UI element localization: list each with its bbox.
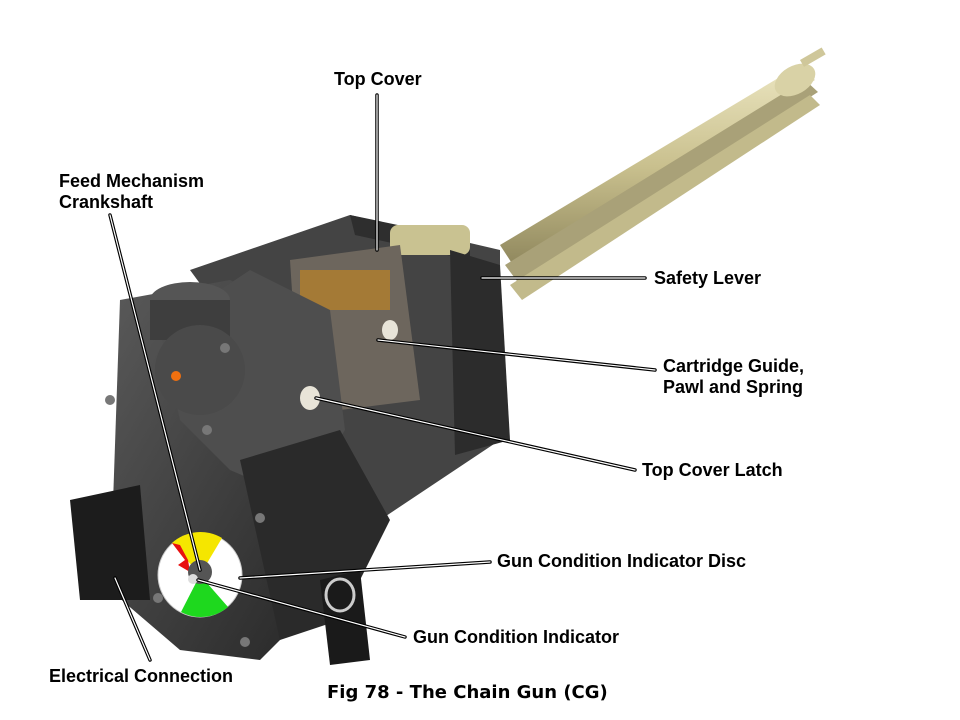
label-safety-lever: Safety Lever [654, 268, 762, 288]
label-electrical-connection: Electrical Connection [49, 666, 234, 686]
orange-indicator-dot [171, 371, 181, 381]
label-indicator-disc: Gun Condition Indicator Disc [497, 551, 746, 571]
label-cartridge-guide: Cartridge Guide, Pawl and Spring [663, 356, 804, 398]
label-line: Cartridge Guide, [663, 356, 805, 376]
label-top-cover-latch: Top Cover Latch [642, 460, 783, 480]
label-feed-mechanism: Feed Mechanism Crankshaft [59, 171, 204, 213]
label-indicator: Gun Condition Indicator [413, 627, 619, 647]
label-top-cover: Top Cover [334, 69, 422, 89]
receiver-body [70, 215, 510, 665]
leader-lines [108, 93, 657, 662]
label-line: Pawl and Spring [663, 377, 804, 397]
barrel [500, 47, 826, 300]
label-line: Crankshaft [59, 192, 154, 212]
figure-caption: Fig 78 - The Chain Gun (CG) [327, 682, 608, 703]
label-line: Feed Mechanism [59, 171, 205, 191]
indicator-disc [157, 531, 243, 618]
